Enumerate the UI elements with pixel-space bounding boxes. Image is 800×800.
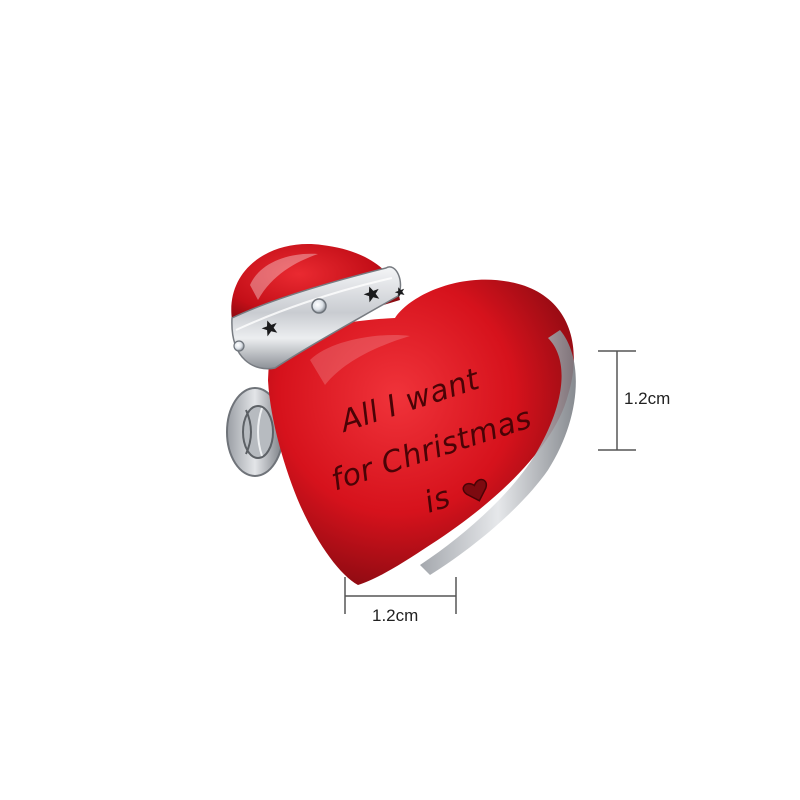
silver-side-core: [226, 387, 284, 477]
heart-silver-rim: [420, 330, 576, 575]
star-icon: [363, 286, 380, 303]
heart-body: [268, 279, 574, 585]
hat-gloss: [250, 253, 318, 300]
heart-gloss: [310, 335, 410, 385]
width-label: 1.2cm: [372, 606, 419, 625]
hat-band: [231, 266, 402, 370]
height-dimension: [598, 350, 636, 451]
star-icon: [394, 287, 405, 298]
heart-icon: [462, 478, 488, 502]
star-icon: [261, 320, 278, 337]
gem-icon: [233, 340, 245, 352]
gem-icon: [311, 298, 327, 314]
width-dimension: [344, 577, 457, 614]
height-label: 1.2cm: [624, 389, 671, 408]
